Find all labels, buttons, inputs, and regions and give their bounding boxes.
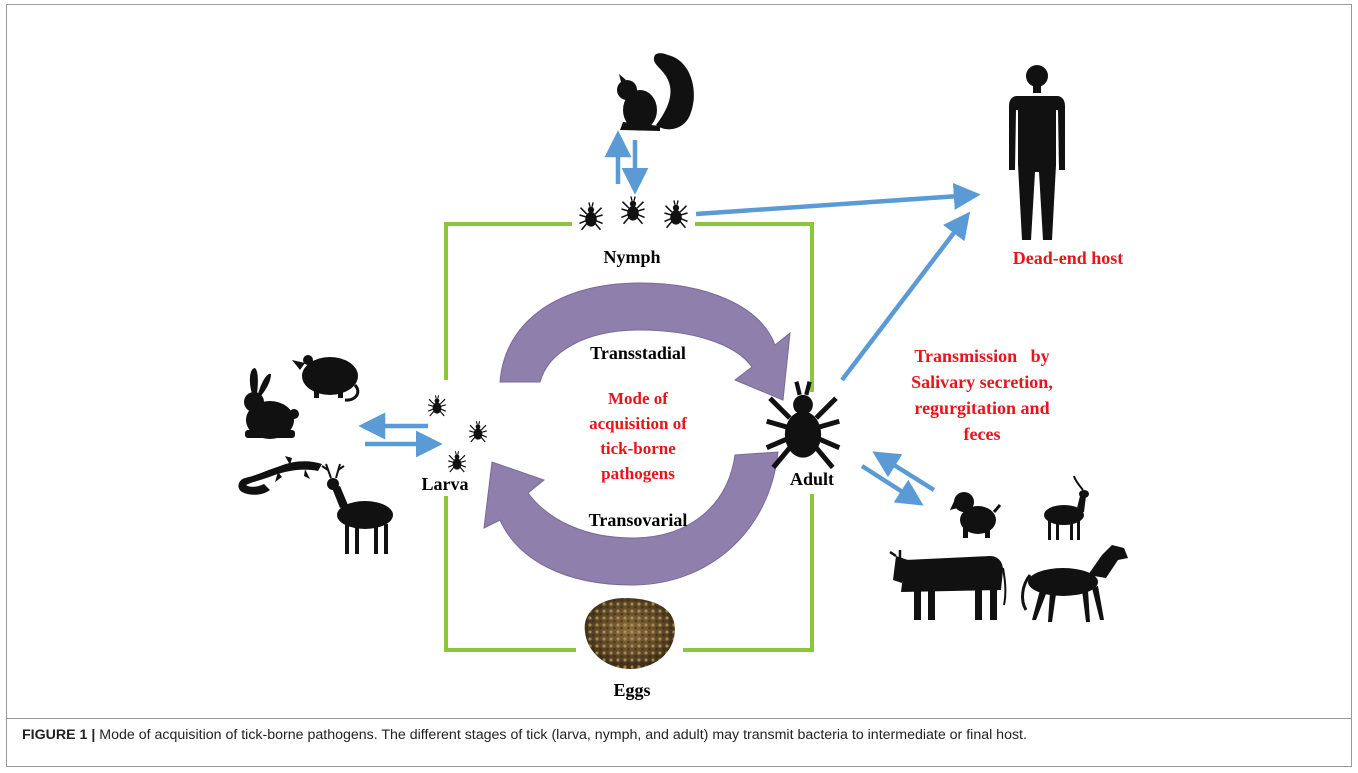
tick-icon xyxy=(469,421,487,442)
human-icon xyxy=(1009,65,1065,240)
larva-ticks xyxy=(428,395,487,472)
figure-caption: FIGURE 1 | Mode of acquisition of tick-b… xyxy=(22,727,1342,743)
purple-cycle-arrows xyxy=(484,283,790,585)
mode-line: acquisition of xyxy=(589,414,687,433)
transmission-line: regurgitation and xyxy=(914,398,1049,418)
caption-label: FIGURE 1 | xyxy=(22,727,95,743)
dead-end-host-label: Dead-end host xyxy=(1013,248,1124,268)
horse-icon xyxy=(1023,545,1128,622)
transmission-line: Salivary secretion, xyxy=(911,372,1053,392)
tick-icon xyxy=(428,395,446,416)
tick-icon xyxy=(579,202,602,229)
eggs-label: Eggs xyxy=(613,680,650,700)
dog-icon xyxy=(950,492,1000,538)
larva-label: Larva xyxy=(422,474,469,494)
mouse-icon xyxy=(292,355,358,400)
squirrel-icon xyxy=(617,53,694,131)
tick-icon xyxy=(448,451,466,472)
tick-icon xyxy=(621,196,644,223)
transmission-line: feces xyxy=(964,424,1001,444)
nymph-ticks xyxy=(579,196,687,229)
transmission-text: Transmission by Salivary secretion, regu… xyxy=(911,346,1053,444)
egg-mass-icon xyxy=(585,598,675,669)
tick-icon xyxy=(664,200,687,227)
deer-icon xyxy=(322,464,393,554)
transovarial-label: Transovarial xyxy=(589,510,688,530)
transstadial-label: Transstadial xyxy=(590,343,686,363)
mode-line: Mode of xyxy=(608,389,668,408)
cow-icon xyxy=(890,550,1005,620)
mode-of-acquisition-text: Mode of acquisition of tick-borne pathog… xyxy=(589,389,687,483)
caption-divider xyxy=(7,718,1352,719)
mode-line: tick-borne xyxy=(600,439,676,458)
lizard-icon xyxy=(238,456,322,495)
caption-text: Mode of acquisition of tick-borne pathog… xyxy=(95,727,1027,743)
adult-label: Adult xyxy=(790,469,834,489)
rabbit-icon xyxy=(244,368,299,439)
goat-icon xyxy=(1044,476,1089,540)
nymph-label: Nymph xyxy=(603,247,660,267)
mode-line: pathogens xyxy=(601,464,675,483)
transmission-line: Transmission by xyxy=(914,346,1049,366)
